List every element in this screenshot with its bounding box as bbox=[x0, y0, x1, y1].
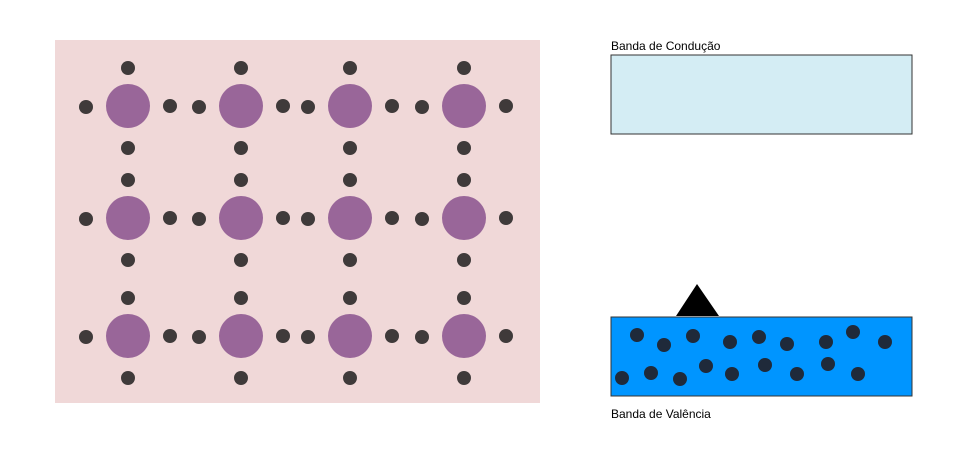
electron bbox=[121, 61, 135, 75]
atom bbox=[328, 314, 372, 358]
electron bbox=[234, 253, 248, 267]
valence-band-box bbox=[610, 316, 913, 397]
electron bbox=[121, 141, 135, 155]
electron bbox=[301, 100, 315, 114]
atom bbox=[106, 314, 150, 358]
electron bbox=[121, 173, 135, 187]
electron bbox=[819, 335, 833, 349]
electron bbox=[686, 329, 700, 343]
electron bbox=[343, 253, 357, 267]
atom bbox=[442, 314, 486, 358]
electron bbox=[276, 211, 290, 225]
electron bbox=[821, 357, 835, 371]
atom bbox=[106, 196, 150, 240]
electron bbox=[457, 141, 471, 155]
valence-band-label: Banda de Valência bbox=[611, 407, 711, 421]
lattice-atoms-and-electrons bbox=[79, 61, 513, 385]
electron bbox=[457, 61, 471, 75]
atom bbox=[219, 84, 263, 128]
electron bbox=[234, 173, 248, 187]
electron bbox=[79, 100, 93, 114]
electron bbox=[121, 291, 135, 305]
atom bbox=[219, 314, 263, 358]
electron bbox=[343, 173, 357, 187]
conduction-band-label: Banda de Condução bbox=[611, 39, 721, 53]
electron bbox=[846, 325, 860, 339]
conduction-band-box bbox=[610, 54, 913, 135]
atom bbox=[328, 84, 372, 128]
excitation-arrow-icon bbox=[676, 284, 719, 316]
electron bbox=[234, 371, 248, 385]
electron bbox=[499, 211, 513, 225]
electron bbox=[385, 329, 399, 343]
atom bbox=[106, 84, 150, 128]
atom bbox=[219, 196, 263, 240]
electron bbox=[657, 338, 671, 352]
electron bbox=[276, 99, 290, 113]
electron bbox=[79, 330, 93, 344]
electron bbox=[343, 141, 357, 155]
electron bbox=[457, 291, 471, 305]
valence-band: Banda de Valência bbox=[610, 316, 913, 421]
electron bbox=[276, 329, 290, 343]
electron bbox=[234, 291, 248, 305]
conduction-band: Banda de Condução bbox=[610, 39, 913, 135]
electron bbox=[499, 99, 513, 113]
electron bbox=[121, 253, 135, 267]
atom bbox=[328, 196, 372, 240]
valence-electrons bbox=[615, 325, 892, 386]
electron bbox=[723, 335, 737, 349]
electron bbox=[725, 367, 739, 381]
electron bbox=[234, 141, 248, 155]
electron bbox=[415, 212, 429, 226]
electron bbox=[163, 99, 177, 113]
electron bbox=[790, 367, 804, 381]
electron bbox=[673, 372, 687, 386]
electron bbox=[79, 212, 93, 226]
electron bbox=[415, 100, 429, 114]
electron bbox=[630, 328, 644, 342]
electron bbox=[343, 61, 357, 75]
electron bbox=[878, 335, 892, 349]
electron bbox=[343, 291, 357, 305]
electron bbox=[758, 358, 772, 372]
crystal-lattice bbox=[55, 40, 540, 403]
atom bbox=[442, 84, 486, 128]
electron bbox=[752, 330, 766, 344]
electron bbox=[343, 371, 357, 385]
electron bbox=[192, 100, 206, 114]
electron bbox=[457, 371, 471, 385]
electron bbox=[415, 330, 429, 344]
electron bbox=[457, 173, 471, 187]
electron bbox=[851, 367, 865, 381]
electron bbox=[301, 330, 315, 344]
electron bbox=[699, 359, 713, 373]
electron bbox=[385, 211, 399, 225]
electron bbox=[301, 212, 315, 226]
electron bbox=[163, 211, 177, 225]
electron bbox=[499, 329, 513, 343]
electron bbox=[615, 371, 629, 385]
atom bbox=[442, 196, 486, 240]
electron bbox=[121, 371, 135, 385]
electron bbox=[163, 329, 177, 343]
electron bbox=[780, 337, 794, 351]
electron bbox=[234, 61, 248, 75]
electron bbox=[457, 253, 471, 267]
electron bbox=[192, 212, 206, 226]
electron bbox=[644, 366, 658, 380]
electron bbox=[385, 99, 399, 113]
electron bbox=[192, 330, 206, 344]
